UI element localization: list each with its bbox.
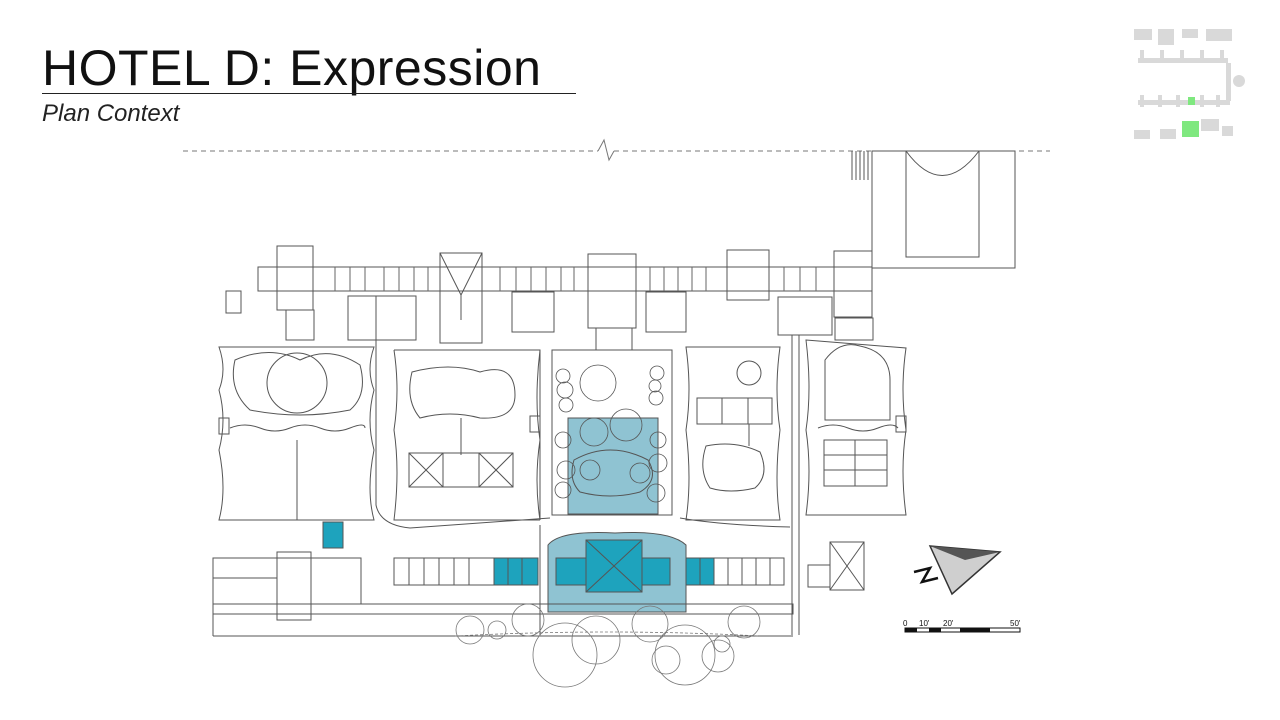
scale-label-20: 20' [943, 619, 954, 628]
building-linework [218, 150, 1016, 635]
key-map-highlight-large [1182, 121, 1199, 137]
property-line [183, 138, 1050, 162]
page-title: HOTEL D: Expression [42, 40, 542, 96]
title-underline [42, 93, 576, 94]
scale-bar: 0 10' 20' 50' [903, 619, 1021, 633]
tree-canopies [454, 603, 761, 688]
page-subtitle: Plan Context [42, 100, 180, 127]
north-arrow-icon [913, 545, 1002, 596]
featured-courtyard [551, 327, 673, 516]
lower-buildings [212, 541, 865, 637]
featured-lobby [322, 521, 715, 613]
key-map-highlight-small [1188, 97, 1195, 105]
key-map [1134, 29, 1245, 139]
scale-label-10: 10' [919, 619, 930, 628]
scale-label-50: 50' [1010, 619, 1021, 628]
scale-label-0: 0 [903, 619, 908, 628]
